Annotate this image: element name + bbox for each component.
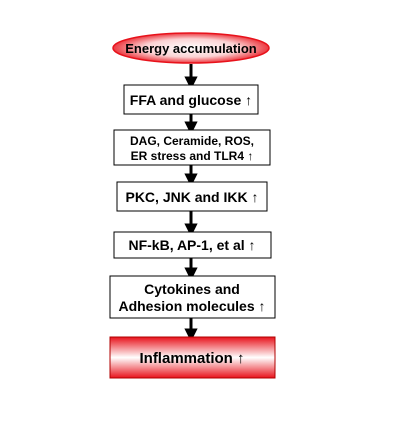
- node-pkc-jnk-ikk: PKC, JNK and IKK ↑: [116, 181, 268, 212]
- node-energy-accumulation-label: Energy accumulation: [125, 41, 257, 56]
- node-dag-line-1: DAG, Ceramide, ROS,: [130, 134, 254, 148]
- node-inflammation-label: Inflammation ↑: [139, 350, 244, 367]
- node-ffa-glucose-label: FFA and glucose ↑: [130, 92, 252, 108]
- node-pkc-label: PKC, JNK and IKK ↑: [125, 189, 258, 205]
- node-ffa-glucose: FFA and glucose ↑: [123, 84, 259, 115]
- node-inflammation: Inflammation ↑: [109, 336, 276, 379]
- node-cytokines-line-1: Cytokines and: [144, 281, 240, 297]
- node-dag-ceramide: DAG, Ceramide, ROS, ER stress and TLR4 ↑: [113, 129, 271, 166]
- node-dag-line-2: ER stress and TLR4 ↑: [131, 149, 254, 163]
- node-energy-accumulation: Energy accumulation: [112, 32, 270, 64]
- node-cytokines: Cytokines and Adhesion molecules ↑: [109, 275, 276, 319]
- node-nfkb-ap1: NF-kB, AP-1, et al ↑: [113, 231, 272, 259]
- node-cytokines-line-2: Adhesion molecules ↑: [118, 298, 265, 314]
- node-nfkb-label: NF-kB, AP-1, et al ↑: [128, 237, 255, 253]
